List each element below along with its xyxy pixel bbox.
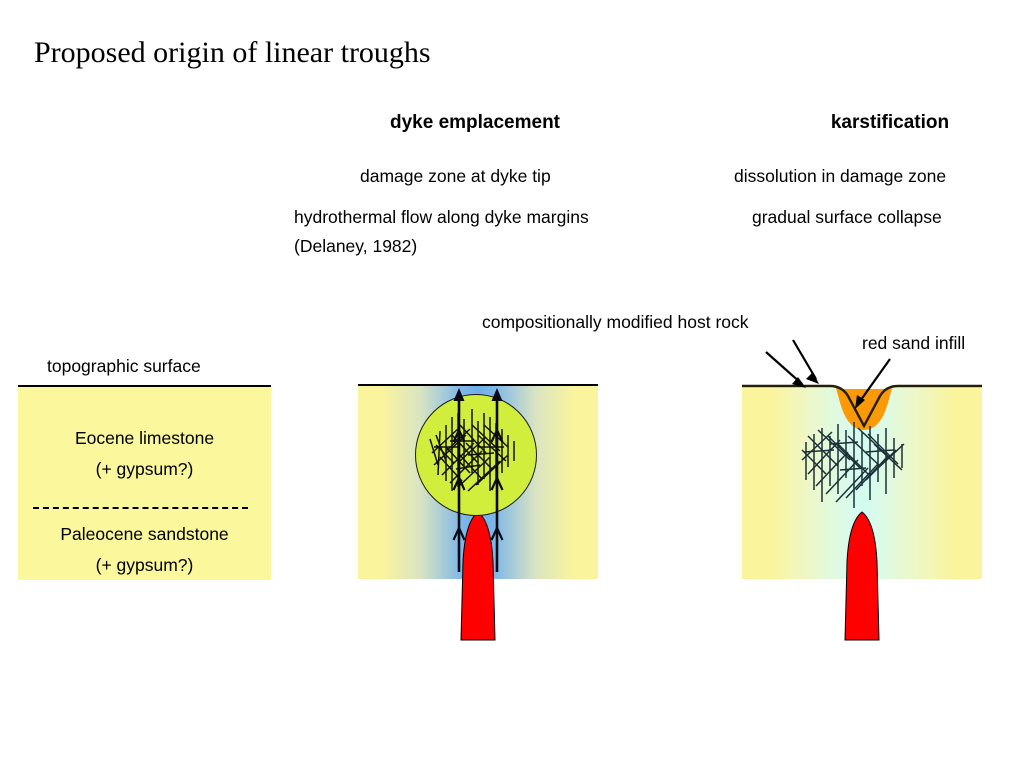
dyke-panel-topographic-surface-line bbox=[358, 384, 598, 386]
topographic-surface-line bbox=[18, 385, 271, 387]
stratigraphic-column-panel: Eocene limestone (+ gypsum?) Paleocene s… bbox=[18, 380, 271, 580]
annotation-label-host-rock: compositionally modified host rock bbox=[482, 312, 749, 332]
leader-arrow-collapsed-surface bbox=[765, 351, 806, 388]
leader-arrow-host-rock bbox=[792, 339, 819, 384]
annotation-label-red-sand-infill: red sand infill bbox=[862, 333, 966, 353]
leader-arrow-red-sand-infill bbox=[855, 358, 891, 409]
karst-process-line-2: gradual surface collapse bbox=[752, 207, 942, 227]
strata-label-paleocene-qualifier: (+ gypsum?) bbox=[95, 555, 194, 575]
strata-label-eocene-qualifier: (+ gypsum?) bbox=[95, 459, 194, 479]
strata-label-paleocene-sandstone: Paleocene sandstone bbox=[60, 524, 229, 544]
page-title: Proposed origin of linear troughs bbox=[34, 36, 431, 69]
karst-process-line-1: dissolution in damage zone bbox=[734, 166, 947, 186]
strata-label-eocene-limestone: Eocene limestone bbox=[74, 428, 215, 448]
damage-zone-circle bbox=[415, 394, 537, 516]
annotation-label-topographic-surface: topographic surface bbox=[47, 356, 201, 376]
column-heading-karstification: karstification bbox=[830, 112, 950, 133]
dyke-process-citation: (Delaney, 1982) bbox=[294, 236, 418, 256]
stratigraphic-contact-dashed-line bbox=[33, 507, 248, 509]
dyke-process-line-1: damage zone at dyke tip bbox=[360, 166, 551, 186]
dyke-process-line-2: hydrothermal flow along dyke margins bbox=[294, 207, 589, 227]
dyke-emplacement-cross-section bbox=[358, 382, 598, 641]
strata-block: Eocene limestone (+ gypsum?) Paleocene s… bbox=[18, 387, 271, 580]
fracture-network-dyke bbox=[429, 409, 515, 492]
column-heading-dyke-emplacement: dyke emplacement bbox=[389, 112, 561, 133]
